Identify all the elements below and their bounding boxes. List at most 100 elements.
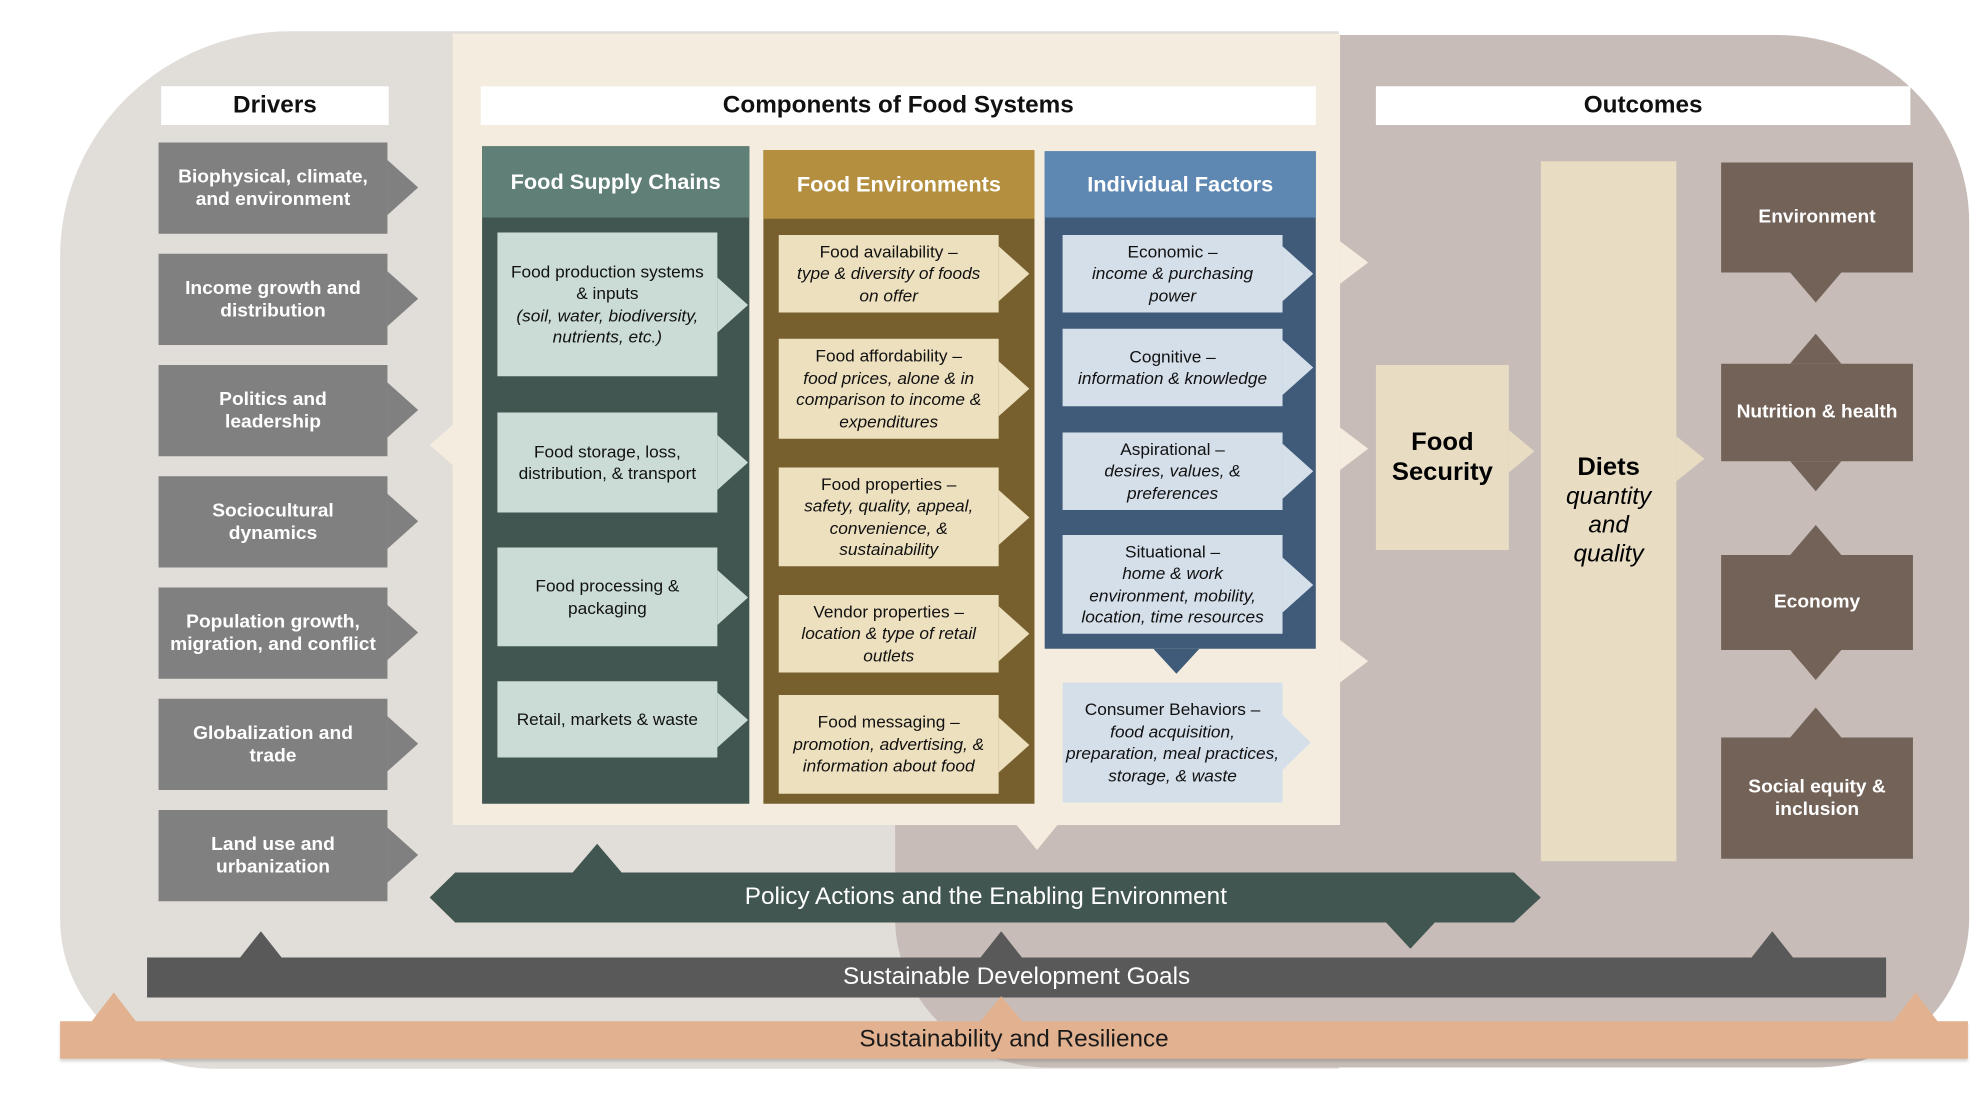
driver-arrow [387, 827, 419, 883]
card-main-text: Vendor properties – [813, 602, 965, 621]
drivers-header: Drivers [161, 86, 389, 125]
card-detail-text: food acquisition, preparation, meal prac… [1066, 721, 1280, 785]
driver-box: Globalization and trade [158, 698, 388, 790]
card-detail-text: income & purchasing power [1091, 264, 1254, 305]
card-main-text: Aspirational – [1120, 439, 1225, 459]
card-detail-text: location & type of retail outlets [801, 624, 977, 665]
driver-box: Income growth and distribution [158, 253, 388, 345]
card-main-text: Economic – [1127, 242, 1218, 261]
diets-box: Diets quantity and quality [1540, 161, 1677, 862]
card-main-text: Food processing & packaging [535, 576, 680, 617]
supply-chains-header: Food Supply Chains [482, 146, 750, 218]
card-arrow [998, 361, 1030, 417]
outcome-down-arrow [1790, 461, 1842, 492]
outcome-box: Social equity & inclusion [1721, 737, 1913, 859]
card-main-text: Food messaging – [817, 712, 960, 732]
driver-box: Politics and leadership [158, 365, 388, 457]
card-main-text: Food storage, loss, distribution, & tran… [518, 441, 697, 483]
outcome-box: Environment [1721, 162, 1913, 273]
card-detail-text: promotion, advertising, & information ab… [793, 734, 985, 776]
driver-arrow [387, 382, 419, 438]
card-arrow [717, 435, 749, 490]
sustainability-up-arrow-1 [90, 992, 137, 1023]
policy-band-shape [429, 872, 1541, 923]
driver-arrow [387, 493, 419, 549]
card-detail-text: desires, values, & preferences [1104, 461, 1241, 503]
card-arrow [717, 276, 749, 332]
food-security-box: Food Security [1375, 365, 1509, 550]
component-card: Food processing & packaging [497, 547, 718, 647]
card-arrow [998, 246, 1030, 302]
components-arrow-3 [1340, 640, 1369, 683]
card-detail-text: home & work environment, mobility, locat… [1081, 563, 1264, 627]
card-detail-text: type & diversity of foods on offer [797, 264, 981, 305]
driver-box: Sociocultural dynamics [158, 476, 388, 568]
card-arrow [717, 691, 749, 747]
individual-factors-header: Individual Factors [1044, 151, 1316, 218]
policy-band-label: Policy Actions and the Enabling Environm… [744, 883, 1227, 910]
component-card: Food properties –safety, quality, appeal… [778, 467, 999, 567]
outcome-box: Economy [1721, 555, 1913, 650]
component-card: Food availability – type & diversity of f… [778, 235, 999, 313]
outcomes-header: Outcomes [1375, 86, 1911, 125]
card-detail-text: information & knowledge [1078, 368, 1268, 388]
outcome-up-arrow [1790, 707, 1842, 738]
sdg-up-arrow-2 [979, 931, 1023, 959]
driver-arrow [387, 605, 419, 660]
card-detail-text: food prices, alone & in comparison to in… [796, 368, 982, 431]
driver-box: Population growth, migration, and confli… [158, 587, 388, 679]
component-card: Food messaging –promotion, advertising, … [778, 695, 999, 794]
components-to-drivers-arrow [429, 425, 453, 465]
component-card: Cognitive –information & knowledge [1062, 328, 1283, 407]
card-arrow [998, 606, 1030, 662]
outcome-down-arrow [1790, 650, 1842, 680]
card-main-text: Food availability – [819, 242, 958, 261]
policy-up-arrow [571, 843, 623, 874]
components-down-arrow [1016, 825, 1058, 850]
sdg-up-arrow-3 [1750, 931, 1795, 959]
card-arrow [717, 569, 749, 625]
food-security-arrow [1508, 430, 1535, 473]
card-main-text: Food production systems & inputs [510, 261, 704, 303]
diets-title: Diets [1577, 453, 1640, 482]
sustainability-up-arrow-2 [979, 996, 1023, 1023]
components-arrow-1 [1340, 241, 1369, 284]
outcome-down-arrow [1790, 272, 1842, 303]
driver-arrow [387, 716, 419, 772]
food-environments-header: Food Environments [763, 150, 1035, 219]
component-card: Retail, markets & waste [497, 681, 718, 758]
card-detail-text: safety, quality, appeal, convenience, & … [804, 496, 974, 559]
driver-box: Land use and urbanization [158, 810, 388, 902]
card-arrow [1282, 340, 1314, 395]
component-card: Food production systems & inputs(soil, w… [497, 232, 718, 377]
card-main-text: Retail, markets & waste [516, 709, 699, 729]
policy-down-arrow [1384, 921, 1436, 949]
individual-to-behaviors-arrow [1153, 648, 1200, 674]
card-main-text: Cognitive – [1129, 346, 1216, 366]
component-card: Aspirational –desires, values, & prefere… [1062, 432, 1283, 510]
card-arrow [998, 716, 1030, 772]
component-card: Economic – income & purchasing power [1062, 235, 1283, 313]
consumer-behaviors-arrow [1282, 715, 1311, 770]
card-main-text: Consumer Behaviors – [1084, 700, 1261, 719]
sdg-band: Sustainable Development Goals [147, 957, 1887, 998]
components-header: Components of Food Systems [480, 86, 1316, 125]
sustainability-band: Sustainability and Resilience [60, 1021, 1968, 1059]
component-card: Food affordability – food prices, alone &… [778, 338, 999, 439]
card-arrow [1282, 556, 1314, 612]
card-main-text: Food affordability – [815, 346, 962, 365]
card-arrow [1282, 246, 1314, 302]
component-card: Food storage, loss, distribution, & tran… [497, 412, 718, 513]
consumer-behaviors-card: Consumer Behaviors – food acquisition, p… [1062, 682, 1283, 803]
outcome-up-arrow [1790, 525, 1842, 555]
diets-detail: quantity and quality [1566, 483, 1652, 568]
card-arrow [998, 489, 1030, 545]
card-main-text: Situational – [1125, 541, 1221, 561]
card-main-text: Food properties – [821, 474, 957, 494]
card-arrow [1282, 443, 1314, 499]
sustainability-up-arrow-3 [1892, 992, 1939, 1023]
components-arrow-2 [1340, 427, 1369, 470]
component-card: Vendor properties – location & type of re… [778, 595, 999, 673]
component-card: Situational –home & work environment, mo… [1062, 535, 1283, 634]
